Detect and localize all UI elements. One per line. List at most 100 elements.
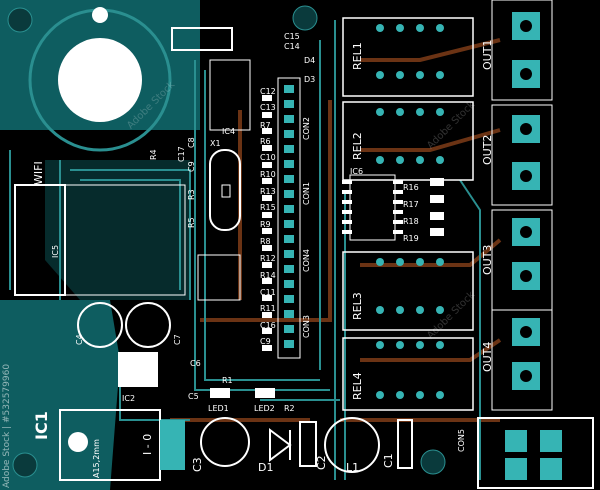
- x1-label: X1: [210, 139, 221, 148]
- mount-hole-tl: [7, 7, 33, 33]
- cap-c4: [77, 302, 123, 348]
- mount-hole-top: [92, 7, 108, 23]
- r13-label: R13: [260, 187, 276, 196]
- regulator-hole: [68, 432, 88, 452]
- r16-label: R16: [403, 183, 419, 192]
- header-pads: [284, 85, 294, 348]
- out4-label: OUT4: [481, 341, 494, 372]
- r3-label: R3: [187, 189, 196, 200]
- r12-label: R12: [260, 254, 276, 263]
- r9-label: R9: [260, 220, 271, 229]
- con5-pad1: [505, 430, 527, 452]
- r4-label: R4: [149, 149, 158, 160]
- r2-label: R2: [284, 404, 295, 413]
- relay-outlines: [342, 17, 474, 411]
- bottom-traces: [170, 38, 502, 422]
- con5-connector: [477, 417, 594, 489]
- watermark-side: Adobe Stock | #532579960: [2, 363, 12, 488]
- diode-d1-symbol: [269, 428, 292, 462]
- led2-body: [255, 388, 275, 398]
- c4-label: C4: [75, 334, 84, 345]
- c15-label: C15: [284, 32, 300, 41]
- r18-label: R18: [403, 217, 419, 226]
- ic6-label: IC6: [350, 167, 364, 176]
- ic5-module: [14, 184, 186, 296]
- led1-label: LED1: [208, 404, 229, 413]
- cap-c7: [125, 302, 171, 348]
- r5-label: R5: [187, 217, 196, 228]
- r8-label: R8: [260, 237, 271, 246]
- c17-label: C17: [177, 146, 186, 162]
- regulator-marking: A15,2mm: [92, 439, 101, 478]
- copper-fill-center-left: [45, 160, 190, 300]
- c12-label: C12: [260, 87, 276, 96]
- c16-label: C16: [260, 321, 276, 330]
- relay-pads: [376, 24, 444, 399]
- con5-pad3: [505, 458, 527, 480]
- r19-label: R19: [403, 234, 419, 243]
- ic5-label: IC5: [51, 244, 60, 258]
- r10-label: R10: [260, 170, 276, 179]
- c9b-label: C9: [187, 161, 196, 172]
- d4-label: D4: [304, 56, 316, 65]
- copper-fill-bottom-left: [0, 300, 120, 490]
- c5-label: C5: [188, 392, 199, 401]
- header-con: [277, 77, 301, 359]
- con4-label: CON4: [302, 249, 311, 272]
- cap-c1: [397, 419, 413, 469]
- c8-label: C8: [187, 137, 196, 148]
- r11-label: R11: [260, 304, 276, 313]
- rel4-label: REL4: [351, 372, 364, 400]
- component-top: [171, 27, 233, 51]
- r16-r19-resistors: [430, 178, 444, 236]
- cap-c2: [299, 421, 317, 467]
- ic6-pins: [342, 180, 403, 234]
- d3-label: D3: [304, 75, 316, 84]
- d1-label: D1: [258, 461, 274, 474]
- output-terminals: [491, 0, 553, 411]
- leds-row: [210, 388, 230, 398]
- crystal-core: [221, 184, 231, 198]
- c2-label: C2: [315, 455, 328, 470]
- cap-c3: [200, 417, 250, 467]
- con5-label: CON5: [457, 429, 466, 452]
- c14-label: C14: [284, 42, 300, 51]
- c1-label: C1: [382, 453, 395, 468]
- c13-label: C13: [260, 103, 276, 112]
- r14-label: R14: [260, 271, 276, 280]
- r6-label: R6: [260, 137, 271, 146]
- con1-label: CON1: [302, 182, 311, 205]
- con2-label: CON2: [302, 117, 311, 140]
- l1-label: L1: [346, 461, 360, 474]
- ic6-outline: [349, 174, 396, 241]
- buzzer-hole: [58, 38, 142, 122]
- ic2-body: [118, 352, 158, 387]
- rel2-label: REL2: [351, 132, 364, 160]
- regulator-tab: [160, 420, 185, 470]
- out2-label: OUT2: [481, 134, 494, 165]
- ic1-label: IC1: [32, 411, 51, 440]
- inductor-l1: [324, 417, 380, 473]
- ic-small-outline: [197, 254, 241, 301]
- con3-label: CON3: [302, 315, 311, 338]
- r7-label: R7: [260, 121, 271, 130]
- crystal-x1: [209, 149, 241, 231]
- out3-label: OUT3: [481, 244, 494, 275]
- mount-hole-tr: [292, 5, 318, 31]
- c7-label: C7: [173, 334, 182, 345]
- r1-label: R1: [222, 376, 233, 385]
- r15-label: R15: [260, 203, 276, 212]
- mount-hole-bm: [420, 449, 446, 475]
- c3-label: C3: [191, 457, 204, 472]
- top-traces: [9, 20, 481, 480]
- ic4-outline: [209, 59, 251, 131]
- regulator-pins: I - 0: [141, 433, 154, 455]
- c6-label: C6: [190, 359, 201, 368]
- rel3-label: REL3: [351, 292, 364, 320]
- out1-label: OUT1: [481, 39, 494, 70]
- con5-pad4: [540, 458, 562, 480]
- con5-pad2: [540, 430, 562, 452]
- c10-label: C10: [260, 153, 276, 162]
- smd-resistor-column: [262, 95, 272, 351]
